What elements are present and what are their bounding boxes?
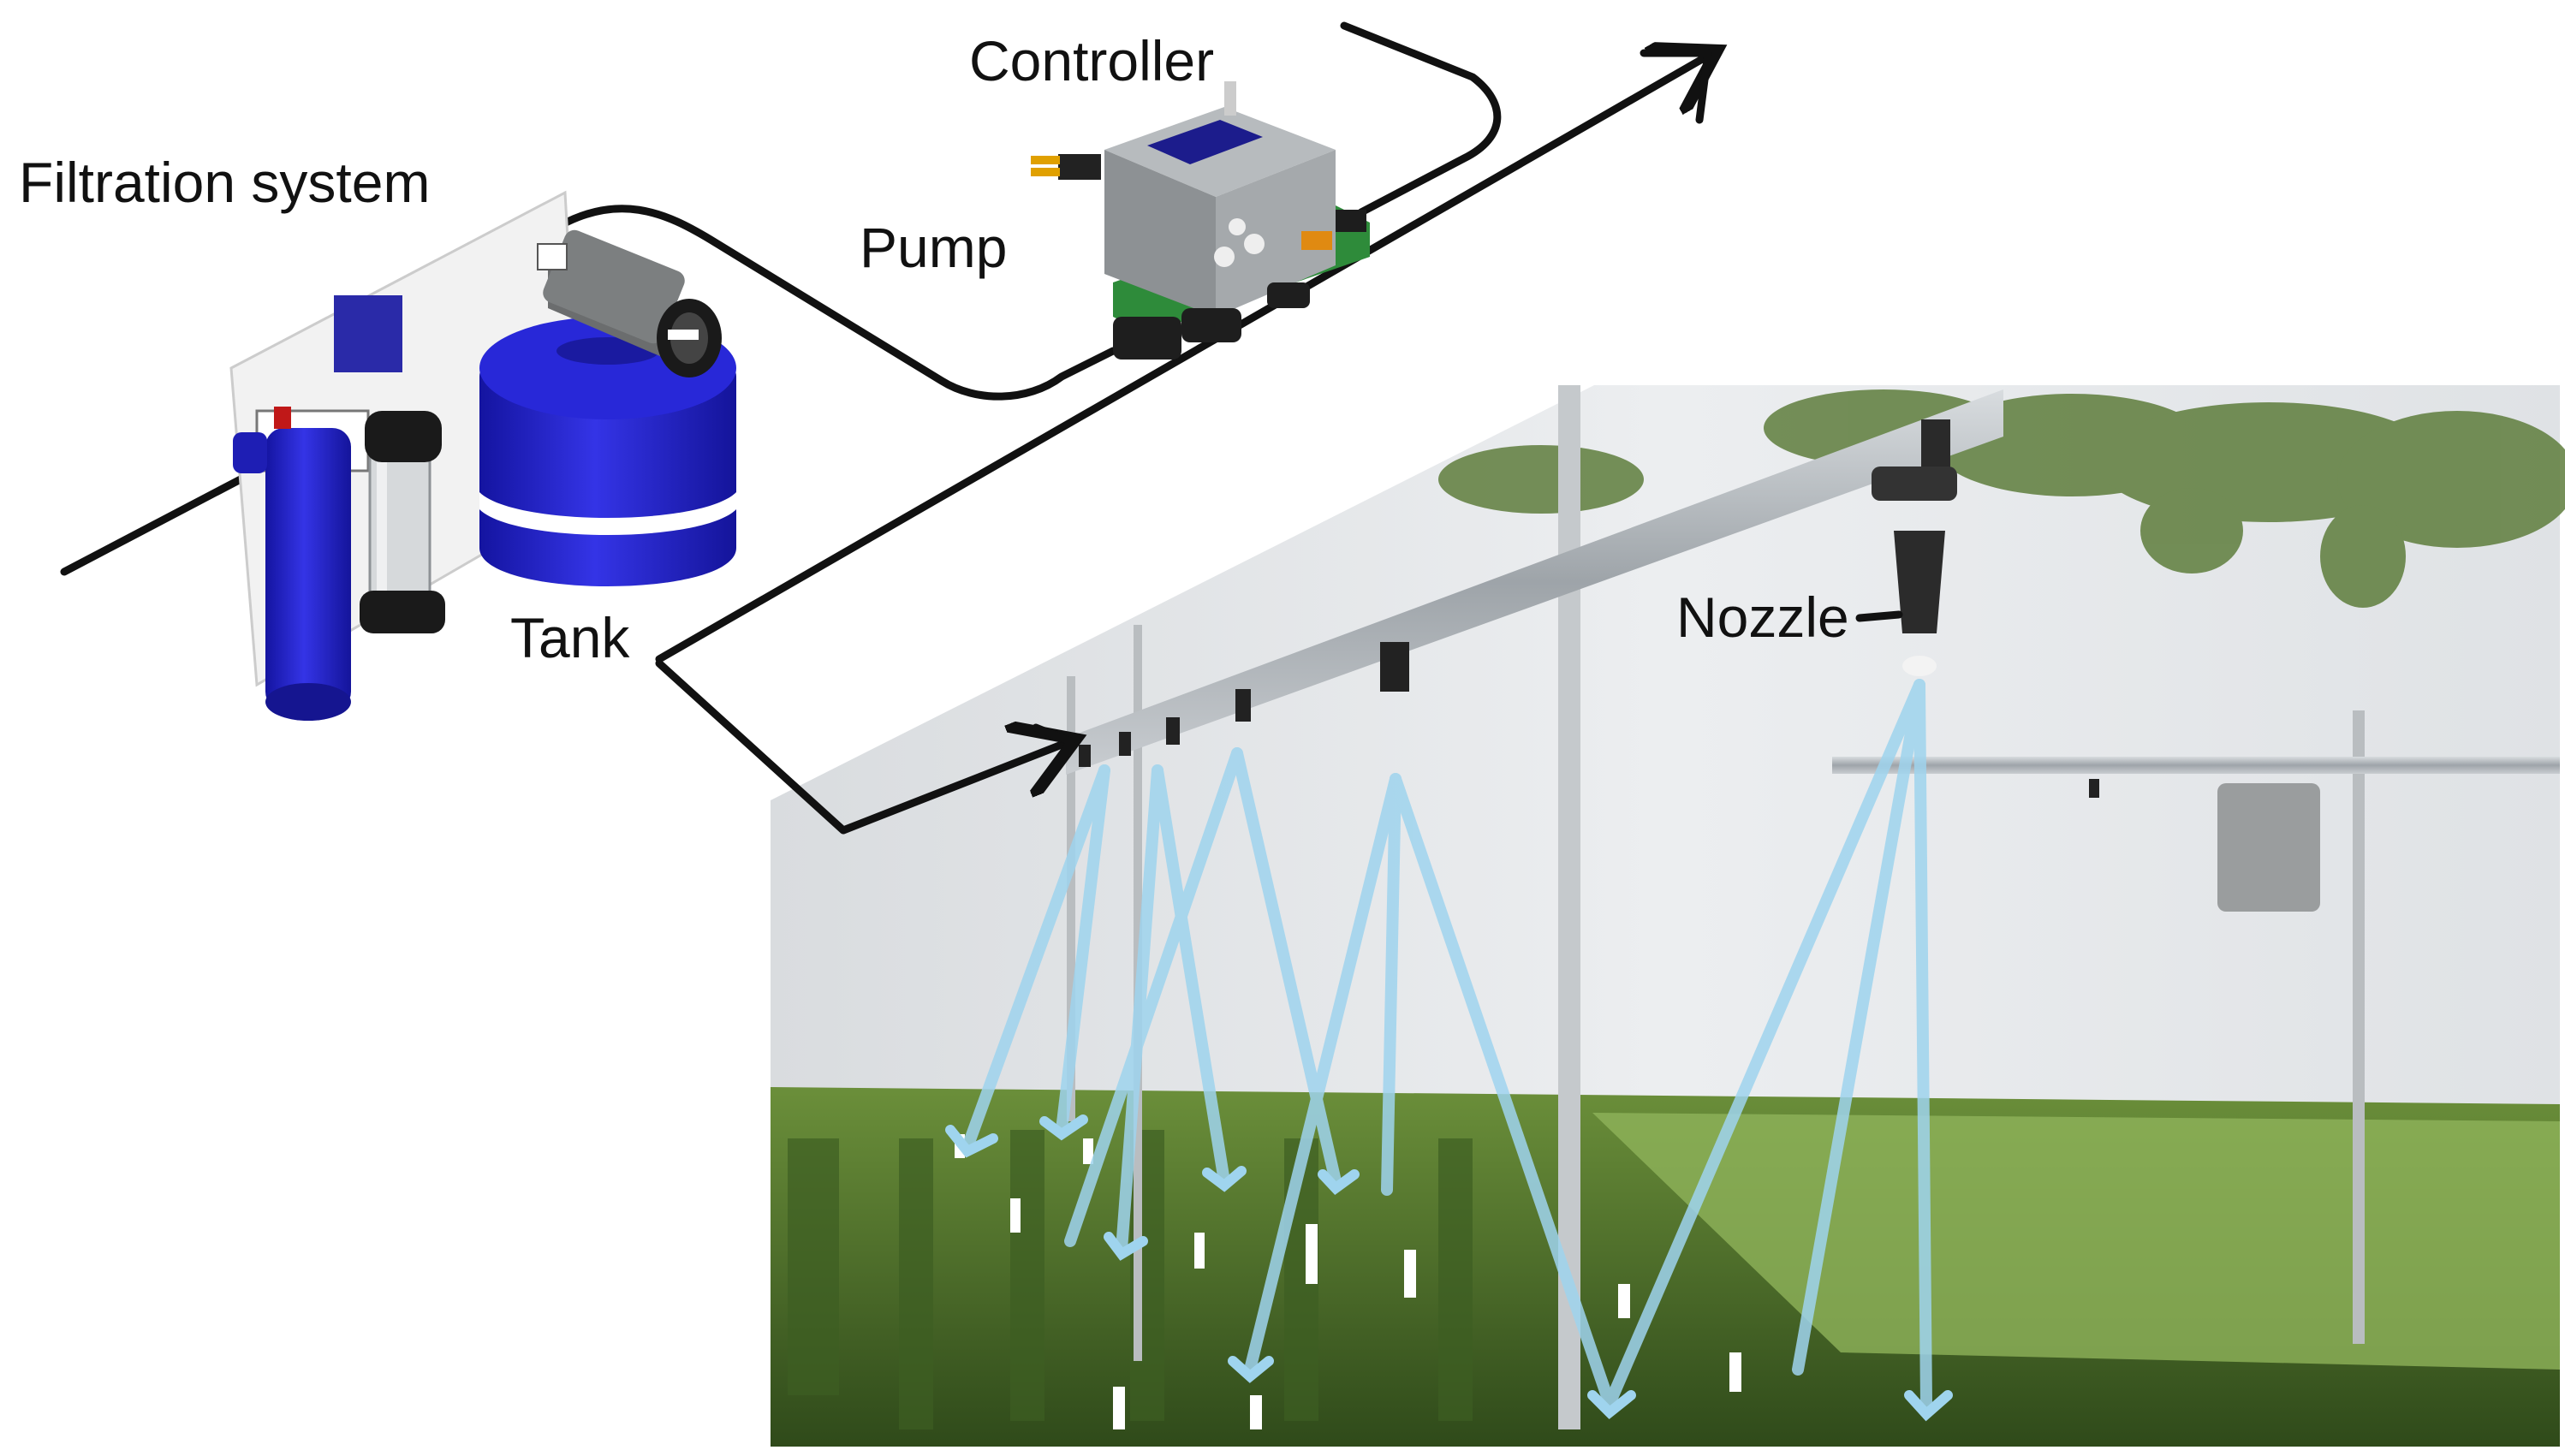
flow-arrow-icon: [1032, 49, 1712, 781]
pump-icon: [537, 229, 722, 377]
secondary-pipe: [1832, 757, 2560, 774]
wall-controller: [2217, 783, 2320, 912]
controller-label: Controller: [969, 29, 1215, 92]
boom-pipe: [1066, 389, 2003, 775]
nozzle-label: Nozzle: [1676, 585, 1849, 649]
filter-housing-icon: [229, 190, 584, 721]
greenhouse-photo: [771, 385, 2565, 1447]
hanging-foliage: [1438, 389, 2565, 608]
water-spray-icon: [961, 679, 1932, 1410]
boom-nozzles: [1079, 642, 2099, 798]
nozzle-icon: [1872, 419, 1957, 676]
controller-box-icon: [1031, 81, 1370, 360]
pipe-network: [60, 21, 1903, 835]
pump-label: Pump: [860, 216, 1008, 279]
filtration-system-label: Filtration system: [19, 151, 431, 214]
tank-label: Tank: [510, 606, 630, 669]
spray-arrowheads: [945, 1114, 1953, 1422]
